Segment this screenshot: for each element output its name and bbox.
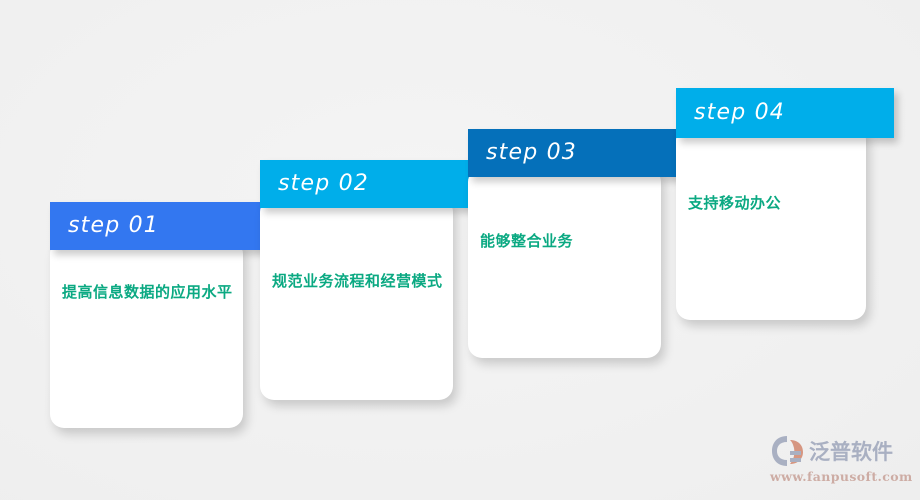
- step-banner-02[interactable]: step 02: [260, 160, 482, 208]
- step-banner-01[interactable]: step 01: [50, 202, 273, 250]
- step-body-text-04: 支持移动办公: [688, 194, 782, 212]
- watermark: 泛普软件 www.fanpusoft.com: [770, 432, 913, 492]
- step-body-text-03: 能够整合业务: [480, 232, 574, 250]
- step-banner-03[interactable]: step 03: [468, 129, 688, 177]
- fanpu-logo-icon: [770, 434, 806, 468]
- watermark-url: www.fanpusoft.com: [770, 469, 913, 484]
- step-card-02[interactable]: [260, 198, 453, 400]
- step-card-01[interactable]: [50, 240, 243, 428]
- watermark-brand-name: 泛普软件: [809, 440, 893, 464]
- step-body-text-01: 提高信息数据的应用水平: [62, 283, 233, 301]
- step-body-text-02: 规范业务流程和经营模式: [272, 272, 443, 290]
- watermark-brand-row: 泛普软件: [770, 432, 906, 470]
- step-card-03[interactable]: [468, 168, 661, 358]
- step-card-04[interactable]: [676, 126, 866, 320]
- step-banner-04[interactable]: step 04: [676, 88, 894, 138]
